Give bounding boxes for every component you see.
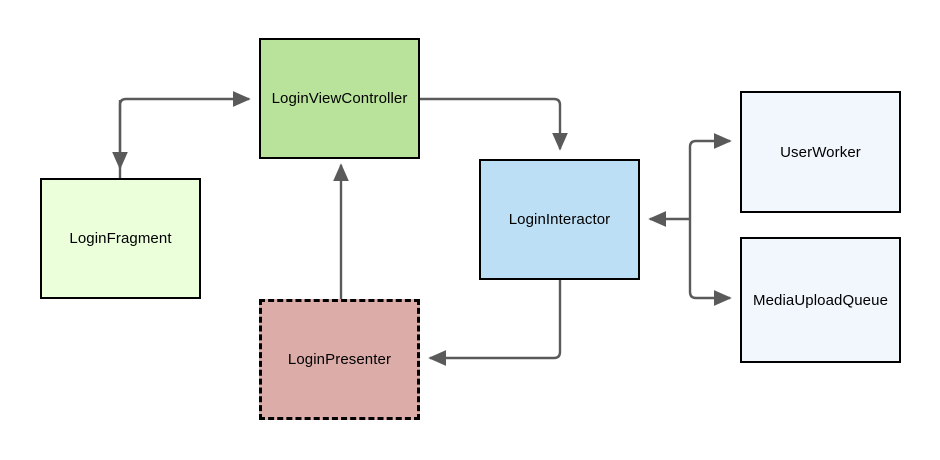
node-media-upload-queue[interactable]: MediaUploadQueue bbox=[740, 237, 901, 363]
node-user-worker[interactable]: UserWorker bbox=[740, 91, 901, 213]
node-login-interactor[interactable]: LoginInteractor bbox=[479, 159, 640, 280]
node-login-view-controller-label: LoginViewController bbox=[271, 90, 408, 107]
node-user-worker-label: UserWorker bbox=[780, 143, 861, 161]
edge-entry-to-login-view-controller bbox=[118, 91, 251, 178]
node-login-fragment[interactable]: LoginFragment bbox=[40, 178, 201, 299]
node-media-upload-queue-label: MediaUploadQueue bbox=[752, 291, 889, 309]
node-login-interactor-label: LoginInteractor bbox=[508, 211, 611, 228]
edge-junction-to-user-worker bbox=[688, 133, 732, 219]
edge-junction-to-media-upload-queue bbox=[688, 219, 732, 306]
node-login-presenter[interactable]: LoginPresenter bbox=[259, 299, 420, 420]
node-login-fragment-label: LoginFragment bbox=[69, 230, 172, 247]
edge-login-interactor-to-login-presenter bbox=[428, 280, 562, 366]
node-login-view-controller[interactable]: LoginViewController bbox=[259, 38, 420, 159]
edge-login-view-controller-to-login-interactor bbox=[420, 97, 568, 151]
node-login-presenter-label: LoginPresenter bbox=[287, 351, 392, 368]
